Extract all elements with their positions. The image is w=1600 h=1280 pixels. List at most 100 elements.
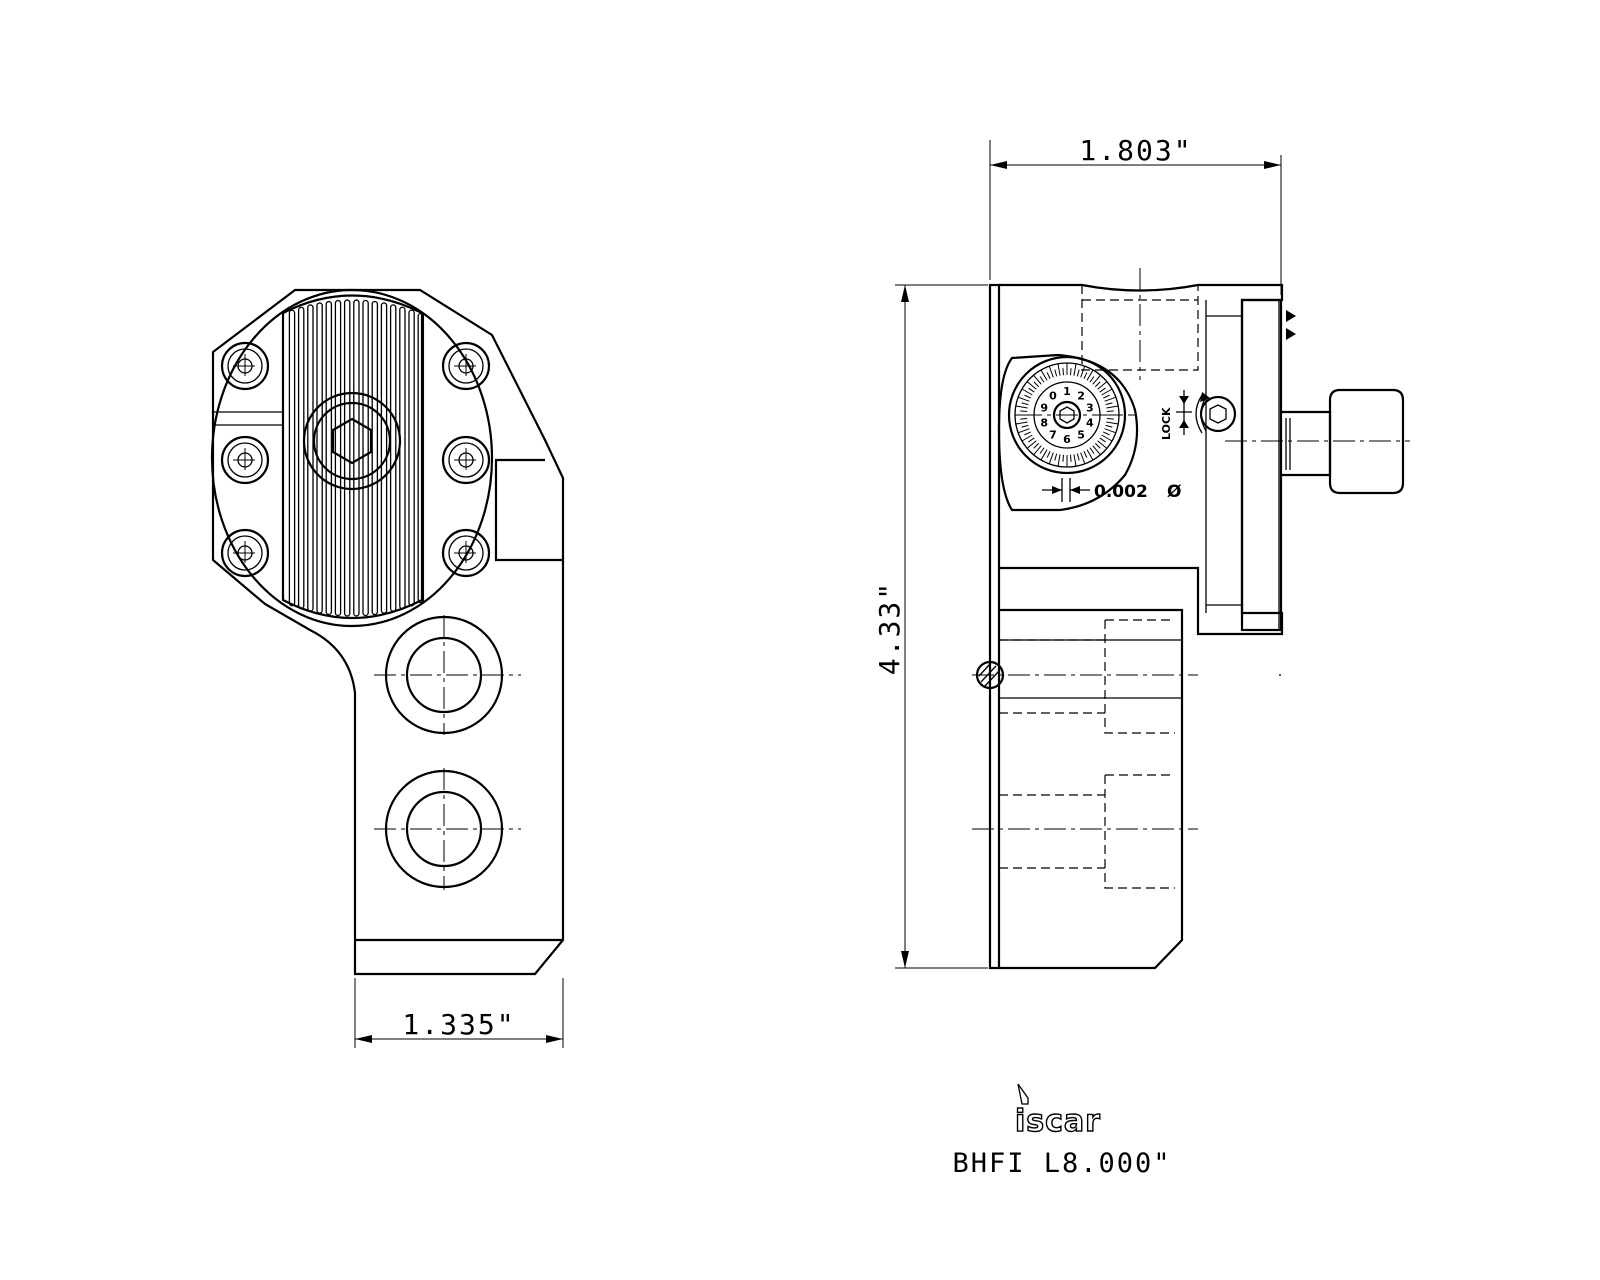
dial-tick <box>1062 368 1065 376</box>
dial-tick <box>1104 396 1117 402</box>
adjuster-rib <box>399 306 406 610</box>
dial-tick <box>1083 451 1088 458</box>
front-view: 1.335" <box>210 288 565 1048</box>
dial-tick <box>1106 421 1119 425</box>
adjuster-rib <box>288 309 296 607</box>
model-label: BHFI L8.000" <box>952 1148 1171 1179</box>
front-right-step <box>494 458 563 562</box>
dial-tick <box>1106 417 1114 420</box>
screw-head-icon <box>220 341 270 391</box>
flange-mark-arrow-2 <box>1286 328 1296 340</box>
dial-tick <box>1094 442 1101 449</box>
dial-tick <box>1017 428 1030 434</box>
lock-hex-icon <box>1209 404 1227 424</box>
hidden-bore-2 <box>999 774 1175 889</box>
dial-tick <box>1021 402 1029 406</box>
logo-flame-mark <box>1017 1083 1029 1105</box>
diameter-symbol: Ø <box>1167 482 1181 502</box>
adjuster-rib <box>334 299 342 617</box>
dial-tick <box>1092 374 1101 385</box>
increment-value: 0.002 <box>1094 482 1148 502</box>
dial-tick <box>1101 388 1113 396</box>
dial-tick <box>1057 454 1061 467</box>
dial-center-hub <box>1052 400 1082 430</box>
screw-head-icon <box>441 435 491 485</box>
lock-arrow-down <box>1179 420 1189 428</box>
dial-number: 4 <box>1086 416 1094 429</box>
dial-tick <box>1015 405 1028 409</box>
screw-centerline <box>454 354 478 378</box>
hidden-bore-1 <box>999 619 1175 734</box>
front-body-outline <box>211 288 565 976</box>
dial-tick <box>1076 453 1080 461</box>
dial-tick <box>1092 445 1101 456</box>
screw-centerline <box>233 448 257 472</box>
dial-tick <box>1080 452 1086 465</box>
dial-tick <box>1046 372 1051 379</box>
dial-tick <box>1097 440 1108 449</box>
dial-tick <box>1028 387 1035 393</box>
side-height-arrow-bottom <box>901 951 909 968</box>
dial-tick <box>1040 449 1048 461</box>
dial-tick <box>1089 376 1095 383</box>
increment-marker <box>1042 478 1090 502</box>
front-width-arrow-right <box>546 1035 563 1043</box>
dial-number: 5 <box>1077 428 1085 441</box>
dial-tick <box>1021 434 1033 442</box>
flange-mark-arrow <box>1286 310 1296 322</box>
screw-ring <box>227 442 263 478</box>
screw-ring <box>448 348 484 384</box>
dial-tick <box>1104 428 1117 434</box>
side-screw-head <box>1328 388 1405 495</box>
dial-number: 9 <box>1040 402 1048 415</box>
side-width-arrow-right <box>1264 161 1281 169</box>
adjuster-rib <box>362 299 369 617</box>
lock-label: LOCK <box>1160 407 1173 440</box>
lower-body-outline <box>999 608 1184 970</box>
dial-tick <box>1105 402 1113 406</box>
dial-number: 0 <box>1049 390 1057 403</box>
dial-tick <box>1101 434 1113 442</box>
dial-tick <box>1105 424 1113 428</box>
dial-tick <box>1033 442 1040 449</box>
dial-tick <box>1033 445 1042 456</box>
hex-socket-icon <box>331 417 373 465</box>
adjuster-rib <box>307 304 314 612</box>
dial-tick <box>1099 437 1106 443</box>
adjuster-rib <box>325 300 333 616</box>
dial-tick <box>1073 454 1077 467</box>
adjust-housing-ellipse <box>210 288 494 628</box>
side-width-label: 1.803" <box>1079 134 1192 167</box>
screw-centerline <box>233 541 257 565</box>
dial-tick <box>1103 394 1110 399</box>
dial-tick <box>1048 452 1054 465</box>
dial-tick <box>1062 454 1065 462</box>
mount-hole-2-inner <box>405 790 483 868</box>
dial-tick <box>1103 431 1110 436</box>
dial-tick <box>1048 365 1054 378</box>
dial-tick <box>1026 440 1037 449</box>
dial-hex-icon <box>1059 406 1075 424</box>
adjuster-rib <box>408 309 415 607</box>
side-height-arrow-top <box>901 285 909 302</box>
dial-tick <box>1057 363 1061 376</box>
dial-tick <box>1054 369 1058 377</box>
front-width-arrow-left <box>355 1035 372 1043</box>
dial-tick <box>1026 381 1037 390</box>
dial-tick <box>1106 405 1119 409</box>
iscar-logo: iscar <box>1015 1104 1101 1139</box>
dial-number: 1 <box>1063 385 1071 398</box>
adjuster-rib <box>353 299 360 617</box>
screw-ring <box>227 348 263 384</box>
clamp-flange <box>1240 298 1283 632</box>
adjuster-ribs <box>288 299 425 617</box>
increment-arrow-left <box>1052 486 1062 494</box>
dial-tick <box>1073 363 1077 376</box>
dial-tick <box>1086 449 1094 461</box>
adjuster-rib <box>371 300 379 616</box>
dial-tick <box>1039 447 1045 454</box>
side-width-arrow-left <box>990 161 1007 169</box>
screw-head-icon <box>441 341 491 391</box>
